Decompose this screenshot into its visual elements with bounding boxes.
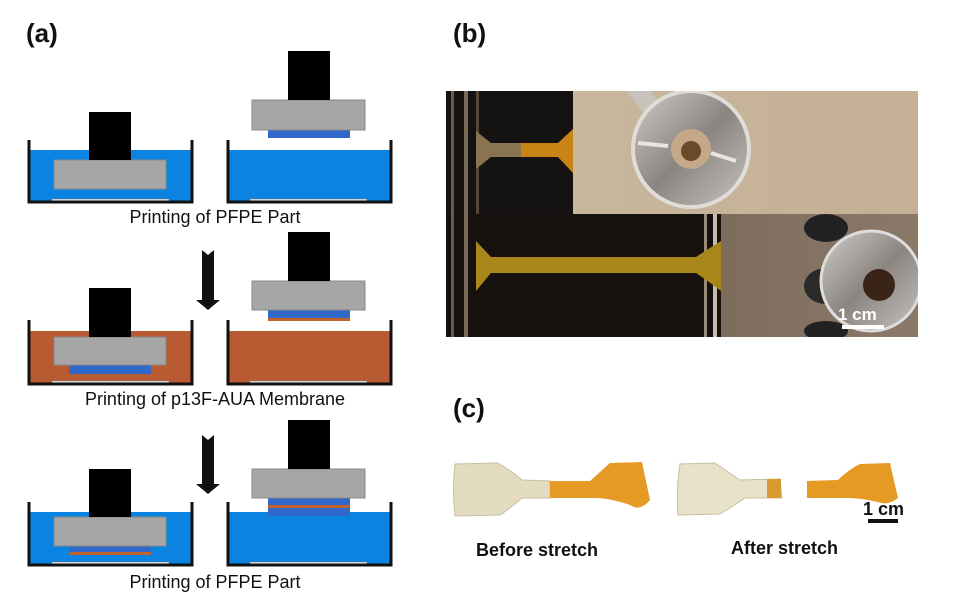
before-stretch-caption: Before stretch [476, 540, 599, 560]
specimen-before-stretch [453, 462, 650, 517]
build-head [89, 288, 131, 337]
step-3 [27, 420, 393, 567]
panel-c-photo: 1 cm [453, 462, 904, 523]
vat-left-step-2 [27, 288, 194, 386]
step-1 [27, 51, 393, 204]
arrow-down-icon [196, 250, 220, 310]
membrane [268, 318, 350, 321]
vat-right-step-2 [226, 232, 393, 386]
build-platform [251, 468, 366, 499]
pfpe-part [69, 365, 151, 374]
vat-right-step-3 [226, 420, 393, 567]
build-platform [251, 280, 366, 311]
pfpe-part-top [268, 498, 350, 505]
panel-a-label: (a) [26, 18, 58, 48]
build-head [89, 469, 131, 517]
vat-wall [27, 502, 194, 567]
build-head [288, 420, 330, 469]
step-3-caption: Printing of PFPE Part [129, 572, 301, 592]
vat-wall [226, 502, 393, 567]
build-platform [251, 99, 366, 131]
pfpe-part [69, 546, 151, 552]
resin [228, 150, 391, 202]
vat-left-step-3 [27, 469, 194, 567]
vat-wall [226, 320, 393, 386]
specimen-clear [476, 131, 521, 169]
membrane [268, 505, 350, 508]
build-platform [53, 336, 167, 366]
pfpe-part-bottom [268, 508, 350, 516]
resin [228, 331, 391, 384]
panel-b-photo: 1 cm [446, 91, 918, 337]
specimen-after-stretch [676, 462, 898, 516]
membrane [69, 552, 151, 555]
scale-bar-label: 1 cm [863, 499, 904, 519]
build-platform [53, 516, 167, 547]
step-2-caption: Printing of p13F-AUA Membrane [84, 389, 346, 409]
panel-a-schematic [27, 51, 393, 567]
scale-bar-b: 1 cm [838, 305, 884, 329]
vat-left-step-1 [27, 112, 194, 204]
vat-right-step-1 [226, 51, 393, 204]
scale-bar-c: 1 cm [863, 499, 904, 523]
build-head [288, 51, 330, 100]
specimen-stretched [476, 241, 721, 291]
step-1-caption: Printing of PFPE Part [129, 207, 301, 227]
scale-bar-label: 1 cm [838, 305, 877, 324]
after-stretch-caption: After stretch [731, 538, 839, 558]
clamp-screw [626, 91, 751, 209]
step-2 [27, 232, 393, 386]
pfpe-part [268, 310, 350, 318]
panel-b-label: (b) [453, 18, 487, 48]
photo-after [446, 214, 918, 337]
resin [228, 512, 391, 565]
panel-c-label: (c) [453, 393, 485, 423]
clamp-bolts [804, 214, 918, 337]
pfpe-part [268, 130, 350, 138]
build-platform [53, 159, 167, 190]
build-head [89, 112, 131, 160]
vat-wall [27, 140, 194, 204]
arrow-down-icon [196, 435, 220, 494]
build-head [288, 232, 330, 281]
vat-wall [27, 320, 194, 386]
vat-wall [226, 140, 393, 204]
photo-before [446, 91, 918, 214]
specimen-membrane [521, 129, 573, 173]
